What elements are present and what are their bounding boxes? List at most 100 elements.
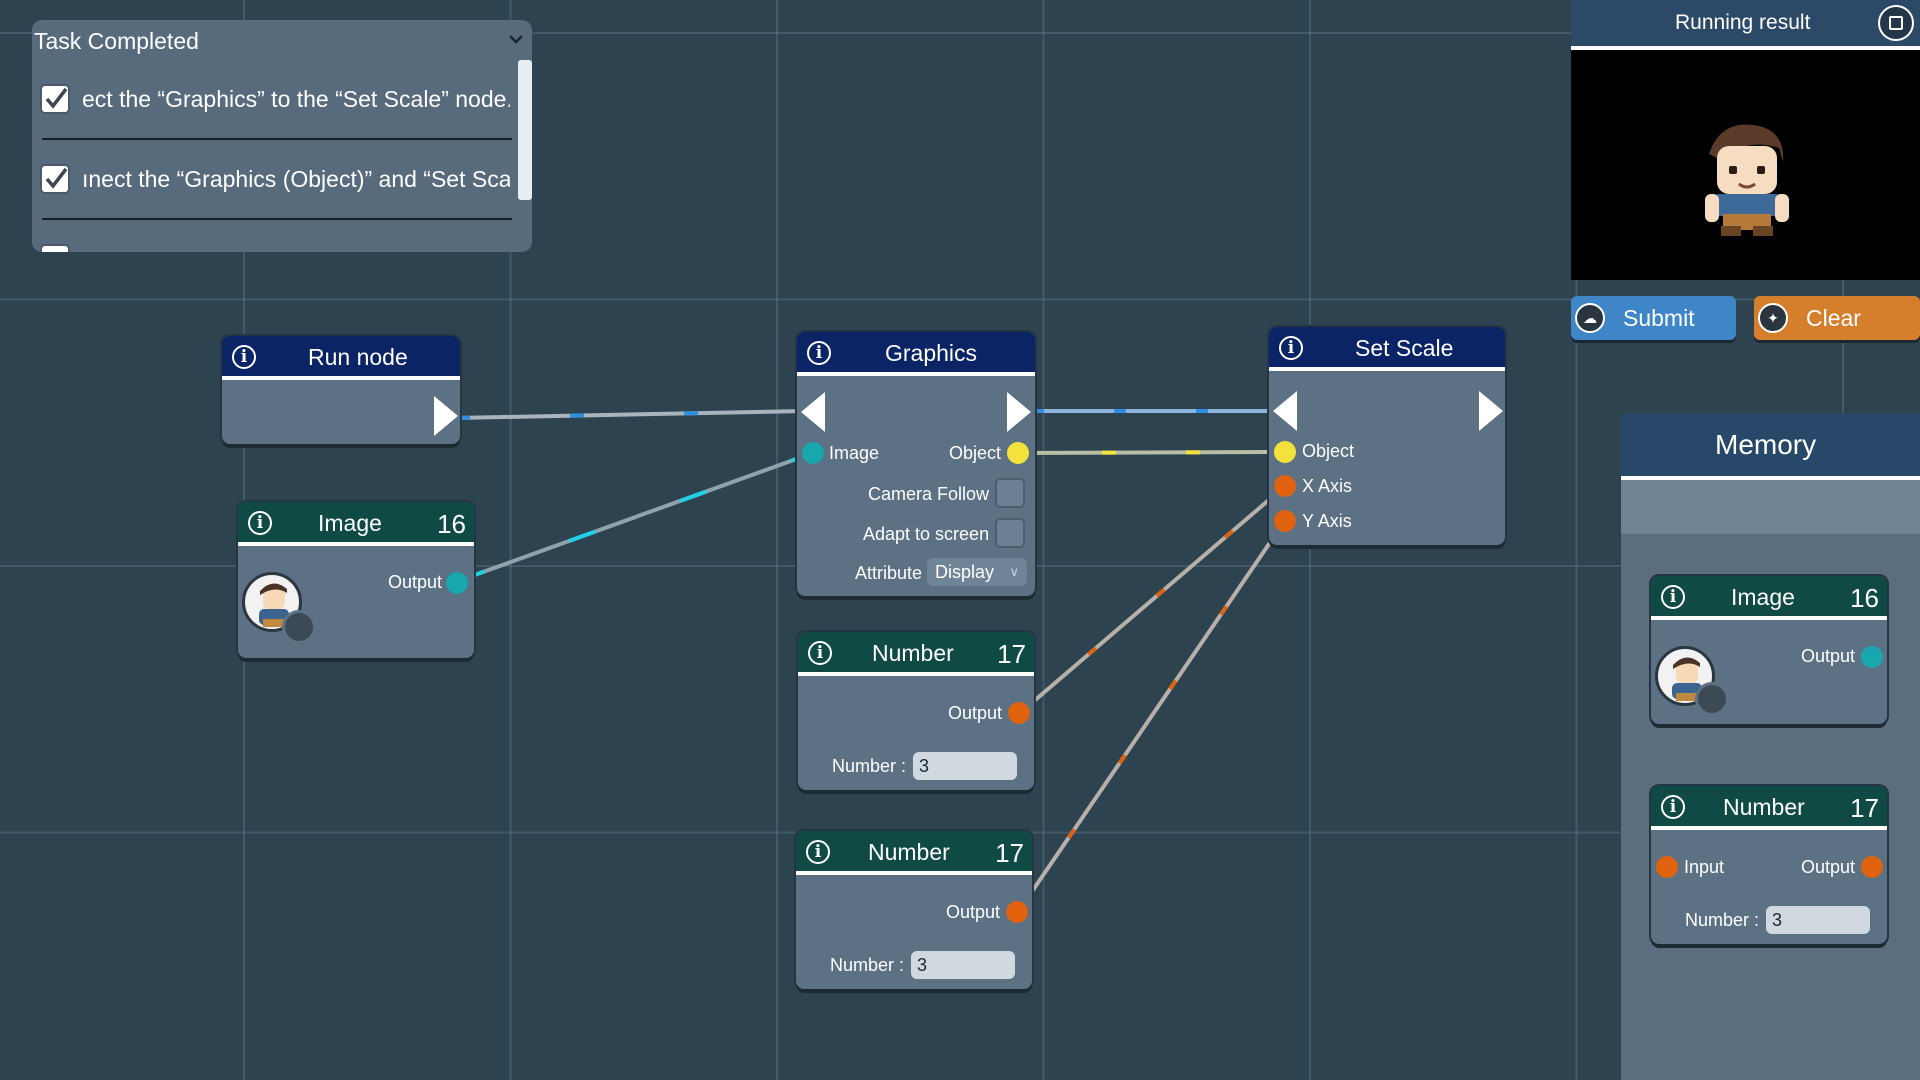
info-icon[interactable]: i xyxy=(248,511,272,535)
output-label: Output xyxy=(388,572,443,592)
object-output-label: Object xyxy=(949,443,1002,463)
memory-number-node[interactable]: i Number 17 Input Output Number : 3 xyxy=(1651,786,1887,944)
output-port[interactable] xyxy=(1006,901,1028,923)
task-item-text: ect the “Graphics” to the “Set Scale” no… xyxy=(82,86,510,112)
number-input[interactable]: 3 xyxy=(1766,906,1870,934)
stop-button[interactable] xyxy=(1878,5,1914,41)
output-port[interactable] xyxy=(1861,856,1883,878)
x-axis-input-port[interactable] xyxy=(1274,475,1296,497)
info-icon[interactable]: i xyxy=(232,345,256,369)
output-port[interactable] xyxy=(1861,646,1883,668)
camera-follow-checkbox[interactable] xyxy=(995,478,1025,508)
output-port[interactable] xyxy=(1008,702,1030,724)
adapt-to-screen-label: Adapt to screen xyxy=(863,524,990,544)
image-input-label: Image xyxy=(829,443,880,463)
exec-input-arrow-icon[interactable] xyxy=(801,392,825,432)
output-label: Output xyxy=(948,703,1003,723)
node-id: 16 xyxy=(437,509,466,539)
info-icon[interactable]: i xyxy=(1279,336,1303,360)
graphics-node[interactable]: i Graphics Image Object Camera Follow Ad… xyxy=(797,332,1035,596)
task-panel-title: Task Completed xyxy=(34,28,199,54)
object-output-port[interactable] xyxy=(1007,442,1029,464)
wire-image-graphics xyxy=(457,451,814,583)
stop-icon xyxy=(1889,16,1903,30)
image-picker-icon[interactable] xyxy=(1695,682,1729,716)
wire-number1-xaxis xyxy=(1018,485,1286,715)
info-icon[interactable]: i xyxy=(806,840,830,864)
divider xyxy=(42,218,512,220)
image-picker-icon[interactable] xyxy=(282,610,316,644)
task-item: ınect the “Graphics (Object)” and “Set S… xyxy=(40,164,510,204)
node-title: Number xyxy=(868,839,950,865)
number-node[interactable]: i Number 17 Output Number : 3 xyxy=(796,831,1032,989)
input-port[interactable] xyxy=(1656,856,1678,878)
node-header: i Run node xyxy=(222,336,460,380)
wire-object-object xyxy=(1017,450,1285,455)
checkbox-checked-icon xyxy=(40,84,70,114)
node-title: Number xyxy=(872,640,954,666)
adapt-to-screen-checkbox[interactable] xyxy=(995,518,1025,548)
memory-toolbar xyxy=(1621,480,1920,534)
info-icon[interactable]: i xyxy=(1661,585,1685,609)
node-title: Set Scale xyxy=(1355,335,1454,361)
exec-output-arrow-icon[interactable] xyxy=(434,396,458,436)
chevron-down-icon[interactable] xyxy=(508,32,524,50)
node-id: 17 xyxy=(997,639,1026,669)
attribute-label: Attribute xyxy=(855,563,923,583)
clear-label: Clear xyxy=(1806,305,1861,331)
info-icon[interactable]: i xyxy=(1661,795,1685,819)
memory-title: Memory xyxy=(1715,429,1817,460)
node-title: Image xyxy=(318,510,382,536)
checkbox-checked-icon xyxy=(40,244,70,252)
info-icon[interactable]: i xyxy=(808,641,832,665)
image-input-port[interactable] xyxy=(802,442,824,464)
node-header: i Number 17 xyxy=(796,831,1032,875)
character-icon xyxy=(259,583,289,627)
attribute-select[interactable]: Display ∨ xyxy=(927,558,1027,586)
checkbox-checked-icon xyxy=(40,164,70,194)
input-label: Input xyxy=(1684,857,1725,877)
task-item: ect the “Graphics” to the “Set Scale” no… xyxy=(40,84,510,124)
run-node[interactable]: i Run node xyxy=(222,336,460,444)
node-title: Graphics xyxy=(885,340,978,366)
clear-button[interactable]: ✦ Clear xyxy=(1754,296,1920,340)
task-panel-header[interactable]: Task Completed xyxy=(32,20,532,62)
info-icon[interactable]: i xyxy=(807,341,831,365)
number-input[interactable]: 3 xyxy=(911,951,1015,979)
output-port[interactable] xyxy=(446,572,468,594)
memory-image-node[interactable]: i Image 16 Output xyxy=(1651,576,1887,724)
upload-cloud-icon: ☁ xyxy=(1575,303,1605,333)
exec-input-arrow-icon[interactable] xyxy=(1273,391,1297,431)
image-node[interactable]: i Image 16 Output xyxy=(238,502,474,658)
node-header: i Number 17 xyxy=(1651,786,1887,830)
submit-label: Submit xyxy=(1623,305,1695,331)
y-axis-input-port[interactable] xyxy=(1274,510,1296,532)
task-completed-panel[interactable]: Task Completed ect the “Graphics” to the… xyxy=(32,20,532,252)
number-node[interactable]: i Number 17 Output Number : 3 xyxy=(798,632,1034,790)
running-result-title: Running result xyxy=(1675,11,1811,34)
memory-panel: Memory i Image 16 Output i Number 17 Inp… xyxy=(1621,414,1920,1080)
number-field-label: Number : xyxy=(832,756,907,776)
exec-output-arrow-icon[interactable] xyxy=(1007,392,1031,432)
node-header: i Image 16 xyxy=(238,502,474,546)
node-header: i Graphics xyxy=(797,332,1035,376)
number-field-label: Number : xyxy=(1685,910,1760,930)
divider xyxy=(42,138,512,140)
memory-header: Memory xyxy=(1621,414,1920,480)
node-title: Number xyxy=(1723,794,1805,820)
submit-button[interactable]: ☁ Submit xyxy=(1571,296,1736,340)
number-field-label: Number : xyxy=(830,955,905,975)
exec-output-arrow-icon[interactable] xyxy=(1479,391,1503,431)
x-axis-label: X Axis xyxy=(1302,476,1353,496)
chevron-down-icon: ∨ xyxy=(1009,564,1019,579)
output-label: Output xyxy=(1801,646,1856,666)
number-input[interactable]: 3 xyxy=(913,752,1017,780)
character-sprite xyxy=(1705,124,1789,236)
object-input-label: Object xyxy=(1302,441,1355,461)
set-scale-node[interactable]: i Set Scale Object X Axis Y Axis xyxy=(1269,327,1505,545)
object-input-port[interactable] xyxy=(1274,441,1296,463)
broom-icon: ✦ xyxy=(1758,303,1788,333)
scrollbar-thumb[interactable] xyxy=(518,60,532,200)
y-axis-label: Y Axis xyxy=(1302,511,1352,531)
